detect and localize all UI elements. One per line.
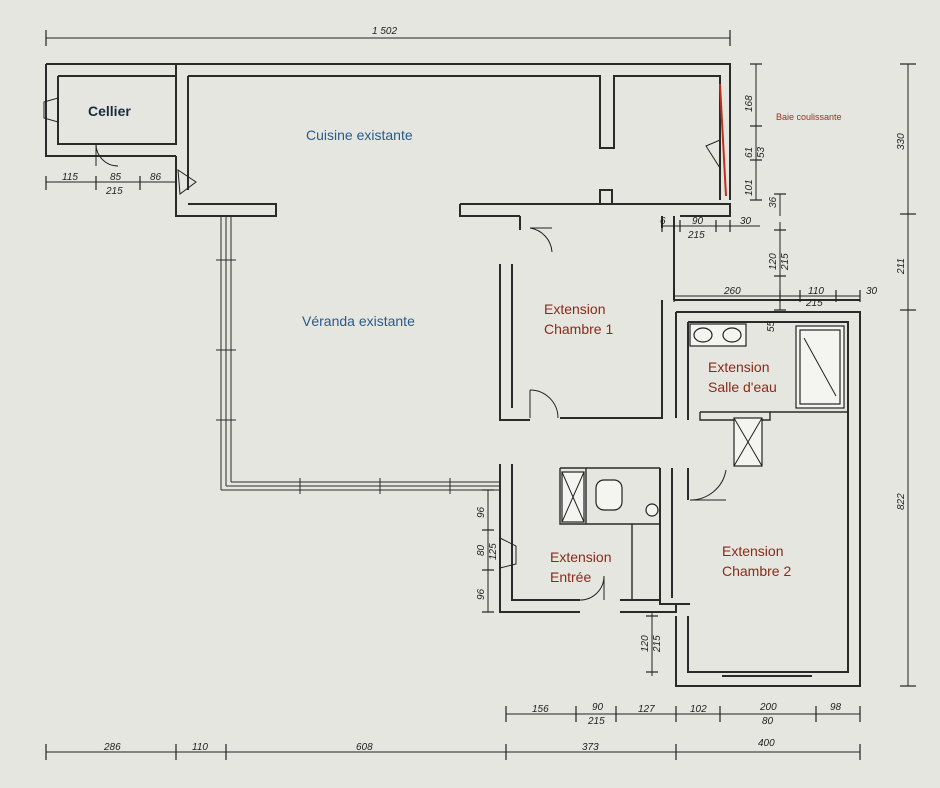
svg-text:120: 120 <box>640 635 651 652</box>
svg-text:286: 286 <box>103 742 121 753</box>
svg-text:125: 125 <box>488 543 499 560</box>
svg-text:30: 30 <box>740 216 752 227</box>
svg-text:80: 80 <box>476 544 487 556</box>
label-salle-line1: Extension <box>708 359 769 375</box>
svg-text:215: 215 <box>780 253 791 271</box>
svg-text:215: 215 <box>805 298 823 309</box>
svg-text:330: 330 <box>896 133 907 150</box>
svg-text:260: 260 <box>723 286 741 297</box>
label-chambre2-line1: Extension <box>722 543 783 559</box>
svg-text:96: 96 <box>476 588 487 600</box>
svg-text:215: 215 <box>652 635 663 653</box>
svg-text:55: 55 <box>766 320 777 332</box>
label-baie-coulissante: Baie coulissante <box>776 112 842 122</box>
svg-text:215: 215 <box>587 716 605 727</box>
svg-text:86: 86 <box>150 172 162 183</box>
svg-text:61: 61 <box>744 147 755 158</box>
svg-text:53: 53 <box>756 146 767 158</box>
doors <box>43 97 727 601</box>
svg-text:102: 102 <box>690 704 707 715</box>
fixtures <box>561 83 845 523</box>
svg-text:200: 200 <box>759 702 777 713</box>
svg-text:211: 211 <box>896 258 907 275</box>
veranda-glazing <box>216 216 500 494</box>
dimension-bottom-row1: 156 90 215 127 102 200 80 98 <box>505 702 861 727</box>
label-chambre2-line2: Chambre 2 <box>722 563 791 579</box>
label-cuisine: Cuisine existante <box>306 127 413 143</box>
dimension-bottom-row2: 286 110 608 373 400 <box>45 738 861 760</box>
svg-text:156: 156 <box>532 704 549 715</box>
svg-text:608: 608 <box>356 742 373 753</box>
label-entree-line1: Extension <box>550 549 611 565</box>
svg-text:80: 80 <box>762 716 774 727</box>
svg-text:90: 90 <box>592 702 604 713</box>
svg-text:822: 822 <box>896 493 907 510</box>
label-chambre1-line1: Extension <box>544 301 605 317</box>
dimension-cellier: 115 85 215 86 <box>45 172 177 197</box>
svg-text:110: 110 <box>192 742 208 753</box>
svg-text:96: 96 <box>476 506 487 518</box>
dimension-top-total: 1 502 <box>45 26 731 46</box>
svg-text:373: 373 <box>582 742 599 753</box>
svg-text:115: 115 <box>62 172 78 183</box>
label-entree-line2: Entrée <box>550 569 591 585</box>
svg-text:215: 215 <box>687 230 705 241</box>
extension-walls <box>499 216 861 687</box>
dimension-entree: 96 80 125 96 <box>476 489 499 613</box>
label-veranda: Véranda existante <box>302 313 415 329</box>
svg-text:101: 101 <box>744 179 755 196</box>
label-salle-line2: Salle d'eau <box>708 379 777 395</box>
svg-text:36: 36 <box>768 196 779 208</box>
svg-text:127: 127 <box>638 704 655 715</box>
svg-text:6: 6 <box>660 216 666 227</box>
dimension-far-right: 330 211 822 <box>896 63 916 687</box>
dimension-middle: 6 90 215 30 120 215 260 110 215 30 55 <box>660 216 878 332</box>
svg-text:215: 215 <box>105 186 123 197</box>
label-cellier: Cellier <box>88 103 131 119</box>
toilet-icon <box>595 479 623 511</box>
svg-text:110: 110 <box>808 286 824 297</box>
svg-text:98: 98 <box>830 702 842 713</box>
existing-walls <box>45 63 731 217</box>
svg-text:120: 120 <box>768 253 779 270</box>
svg-text:90: 90 <box>692 216 704 227</box>
svg-text:400: 400 <box>758 738 775 749</box>
dimension-chambre2-door: 120 215 <box>640 612 663 676</box>
svg-text:85: 85 <box>110 172 122 183</box>
label-chambre1-line2: Chambre 1 <box>544 321 613 337</box>
svg-text:1 502: 1 502 <box>372 26 397 37</box>
svg-text:30: 30 <box>866 286 878 297</box>
dimension-cuisine-right: 168 61 53 101 36 <box>744 63 786 216</box>
svg-text:168: 168 <box>744 95 755 112</box>
